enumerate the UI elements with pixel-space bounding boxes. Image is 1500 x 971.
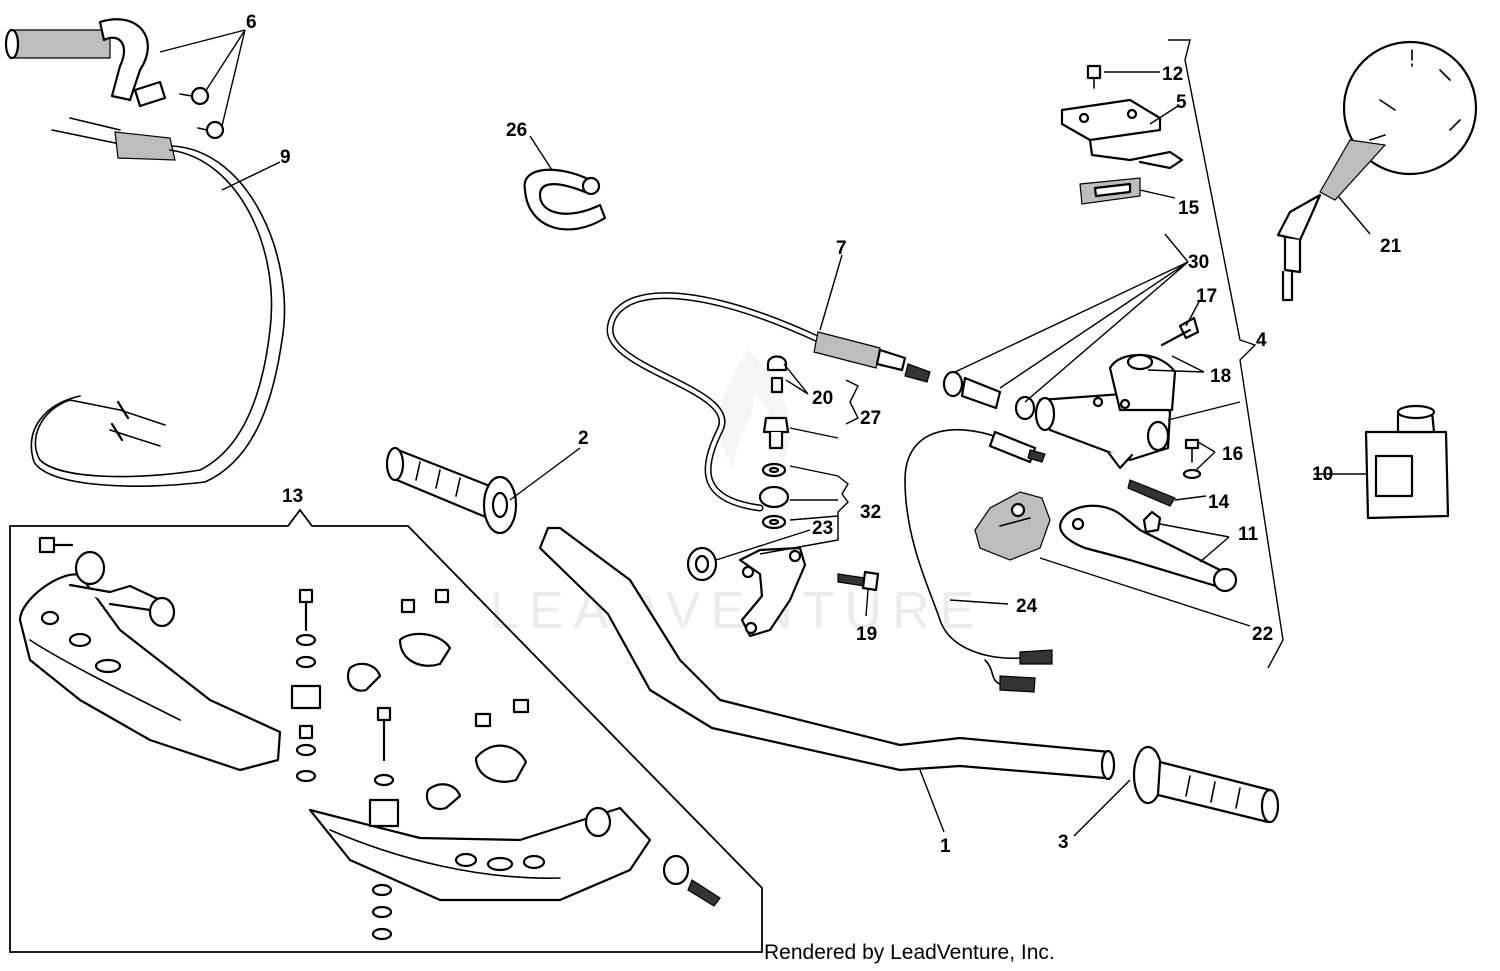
callout-12: 12 — [1162, 64, 1183, 85]
handguard-hardware[interactable] — [38, 536, 721, 941]
callout-24: 24 — [1016, 596, 1038, 617]
callout-18: 18 — [1210, 366, 1231, 387]
callout-30: 30 — [1188, 252, 1209, 273]
reservoir-cover[interactable] — [1060, 98, 1184, 170]
master-cylinder[interactable] — [1034, 353, 1177, 470]
screw-17[interactable] — [1160, 316, 1200, 347]
fitting-kit[interactable] — [904, 363, 1036, 421]
fluid-bottle[interactable] — [1364, 404, 1450, 520]
switch-wire[interactable] — [904, 428, 1053, 693]
screw-12[interactable] — [1086, 64, 1102, 89]
callout-4: 4 — [1256, 330, 1267, 351]
sealing-washers[interactable] — [758, 462, 790, 530]
clutch-hose[interactable] — [606, 292, 907, 512]
callout-7: 7 — [836, 238, 847, 259]
left-grip[interactable] — [385, 446, 518, 535]
right-grip[interactable] — [1132, 745, 1280, 824]
bolt-19[interactable] — [837, 570, 880, 592]
callout-19: 19 — [856, 624, 877, 645]
callout-9: 9 — [280, 147, 291, 168]
throttle-grip-assembly[interactable] — [4, 18, 225, 140]
watermark-text: LEADVENTURE — [490, 582, 984, 640]
callout-17: 17 — [1196, 286, 1217, 307]
callout-32: 32 — [860, 502, 881, 523]
leader-lines — [159, 29, 1371, 837]
callout-22: 22 — [1252, 624, 1273, 645]
callout-5: 5 — [1176, 92, 1187, 113]
lever[interactable] — [1059, 504, 1238, 593]
handlebar[interactable] — [538, 526, 1116, 781]
screw-16[interactable] — [1182, 438, 1202, 480]
callout-10: 10 — [1312, 464, 1333, 485]
callout-labels: 1 2 3 4 5 6 7 9 10 11 12 13 14 15 16 17 … — [246, 12, 1402, 857]
bleeder-cap[interactable] — [766, 355, 788, 394]
callout-13: 13 — [282, 486, 303, 507]
callout-21: 21 — [1380, 236, 1402, 257]
credit-footer: Rendered by LeadVenture, Inc. — [764, 941, 1055, 964]
callout-2: 2 — [578, 428, 589, 449]
mirror[interactable] — [1276, 40, 1478, 302]
callout-26: 26 — [506, 120, 527, 141]
callout-20: 20 — [812, 388, 833, 409]
throttle-cables[interactable] — [30, 117, 286, 487]
callout-11: 11 — [1238, 524, 1259, 545]
callout-27: 27 — [860, 408, 881, 429]
callout-16: 16 — [1222, 444, 1243, 465]
callout-6: 6 — [246, 12, 257, 33]
perch-clamp[interactable] — [974, 491, 1051, 561]
callout-14: 14 — [1208, 492, 1230, 513]
banjo-bolt[interactable] — [762, 416, 790, 450]
seal-23[interactable] — [686, 546, 718, 582]
handguard-right[interactable] — [308, 806, 652, 902]
callout-1: 1 — [940, 836, 951, 857]
handguard-kit-frame — [9, 508, 763, 953]
adjuster-screw[interactable] — [1127, 479, 1176, 507]
clamp[interactable] — [523, 168, 607, 231]
callout-23: 23 — [812, 518, 833, 539]
callout-3: 3 — [1058, 832, 1069, 853]
handguard-left[interactable] — [18, 573, 282, 772]
diaphragm[interactable] — [1079, 177, 1141, 205]
callout-15: 15 — [1178, 198, 1200, 219]
